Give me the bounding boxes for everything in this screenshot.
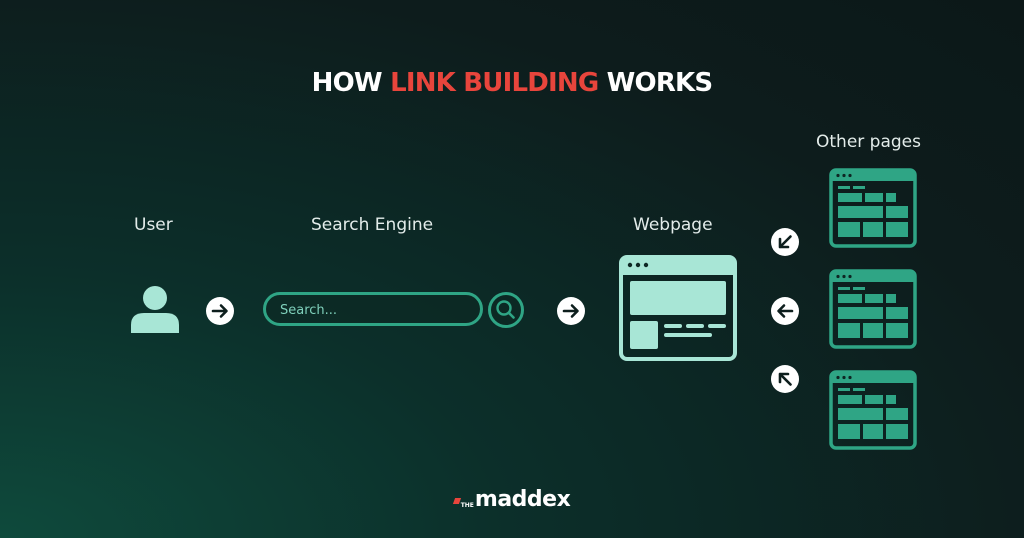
other-page-icon xyxy=(829,168,917,252)
diagram-title: HOW LINK BUILDING WORKS xyxy=(0,68,1024,98)
logo-prefix: THE xyxy=(460,502,474,509)
webpage-label: Webpage xyxy=(633,215,713,235)
arrow-right-icon xyxy=(206,297,234,325)
search-engine-label: Search Engine xyxy=(311,215,434,235)
user-label: User xyxy=(134,215,173,235)
user-icon xyxy=(130,285,180,337)
search-bar[interactable] xyxy=(263,292,483,326)
search-button[interactable] xyxy=(488,292,524,328)
logo-mark-icon xyxy=(452,498,461,504)
title-highlight: LINK BUILDING xyxy=(390,68,599,98)
other-pages-label: Other pages xyxy=(816,132,921,152)
logo-name: maddex xyxy=(474,487,571,512)
title-part2: WORKS xyxy=(606,68,713,98)
arrow-left-icon xyxy=(771,297,799,325)
title-part1: HOW xyxy=(311,68,383,98)
arrow-up-left-icon xyxy=(771,365,799,393)
search-icon xyxy=(496,300,515,319)
brand-logo: THEmaddex xyxy=(0,487,1024,512)
other-page-icon xyxy=(829,269,917,353)
arrow-down-left-icon xyxy=(771,228,799,256)
browser-window-icon xyxy=(619,255,737,365)
search-input[interactable] xyxy=(278,299,462,321)
other-page-icon xyxy=(829,370,917,454)
arrow-right-icon xyxy=(557,297,585,325)
